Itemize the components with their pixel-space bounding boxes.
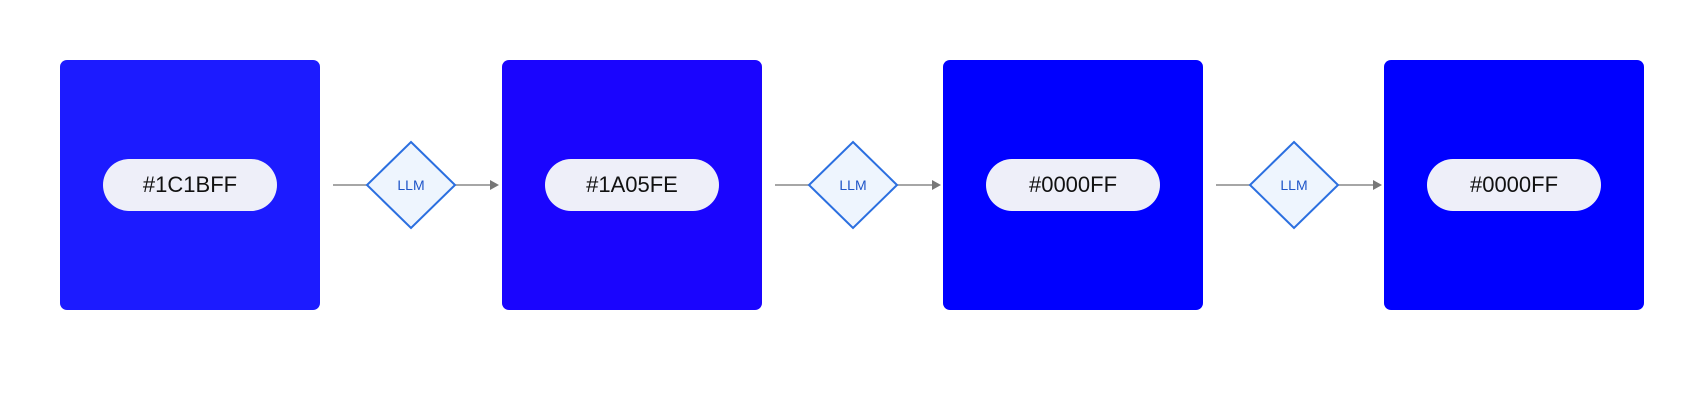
arrow-head-icon (1373, 180, 1382, 190)
llm-label: LLM (1280, 177, 1307, 193)
llm-connector-1: LLM (331, 137, 512, 233)
color-node-1: #1C1BFF (60, 60, 320, 310)
color-node-label: #0000FF (1427, 159, 1601, 211)
arrow-head-icon (932, 180, 941, 190)
color-node-label: #1C1BFF (103, 159, 277, 211)
arrow-head-icon (490, 180, 499, 190)
decision-diamond (807, 140, 899, 230)
color-node-label: #0000FF (986, 159, 1160, 211)
color-node-2: #1A05FE (502, 60, 762, 310)
llm-label: LLM (397, 177, 424, 193)
llm-label: LLM (839, 177, 866, 193)
llm-connector-2: LLM (773, 137, 954, 233)
color-node-4: #0000FF (1384, 60, 1644, 310)
color-node-3: #0000FF (943, 60, 1203, 310)
llm-connector-3: LLM (1214, 137, 1395, 233)
color-node-label: #1A05FE (545, 159, 719, 211)
decision-diamond (365, 140, 457, 230)
decision-diamond (1248, 140, 1340, 230)
